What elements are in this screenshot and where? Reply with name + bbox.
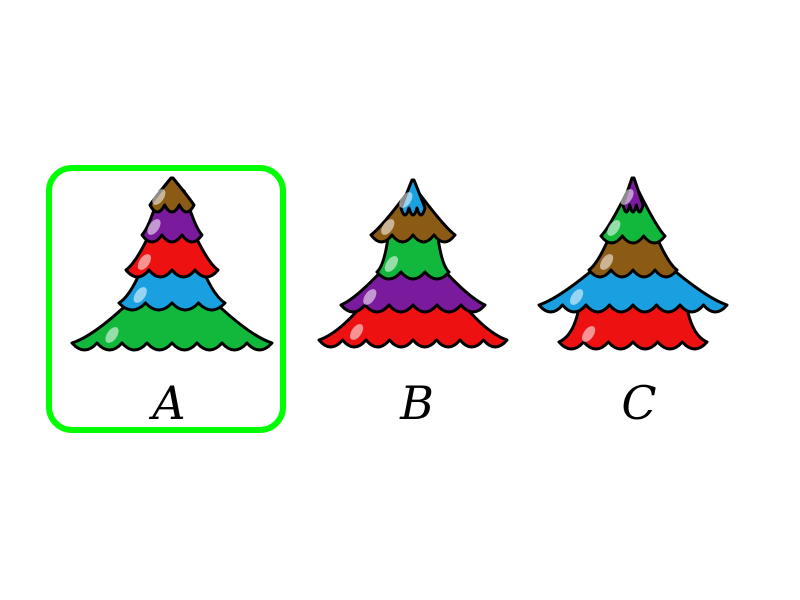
choice-b-card[interactable] [298, 165, 538, 433]
choice-c-card[interactable] [521, 165, 761, 433]
choice-a-card[interactable] [46, 165, 286, 433]
